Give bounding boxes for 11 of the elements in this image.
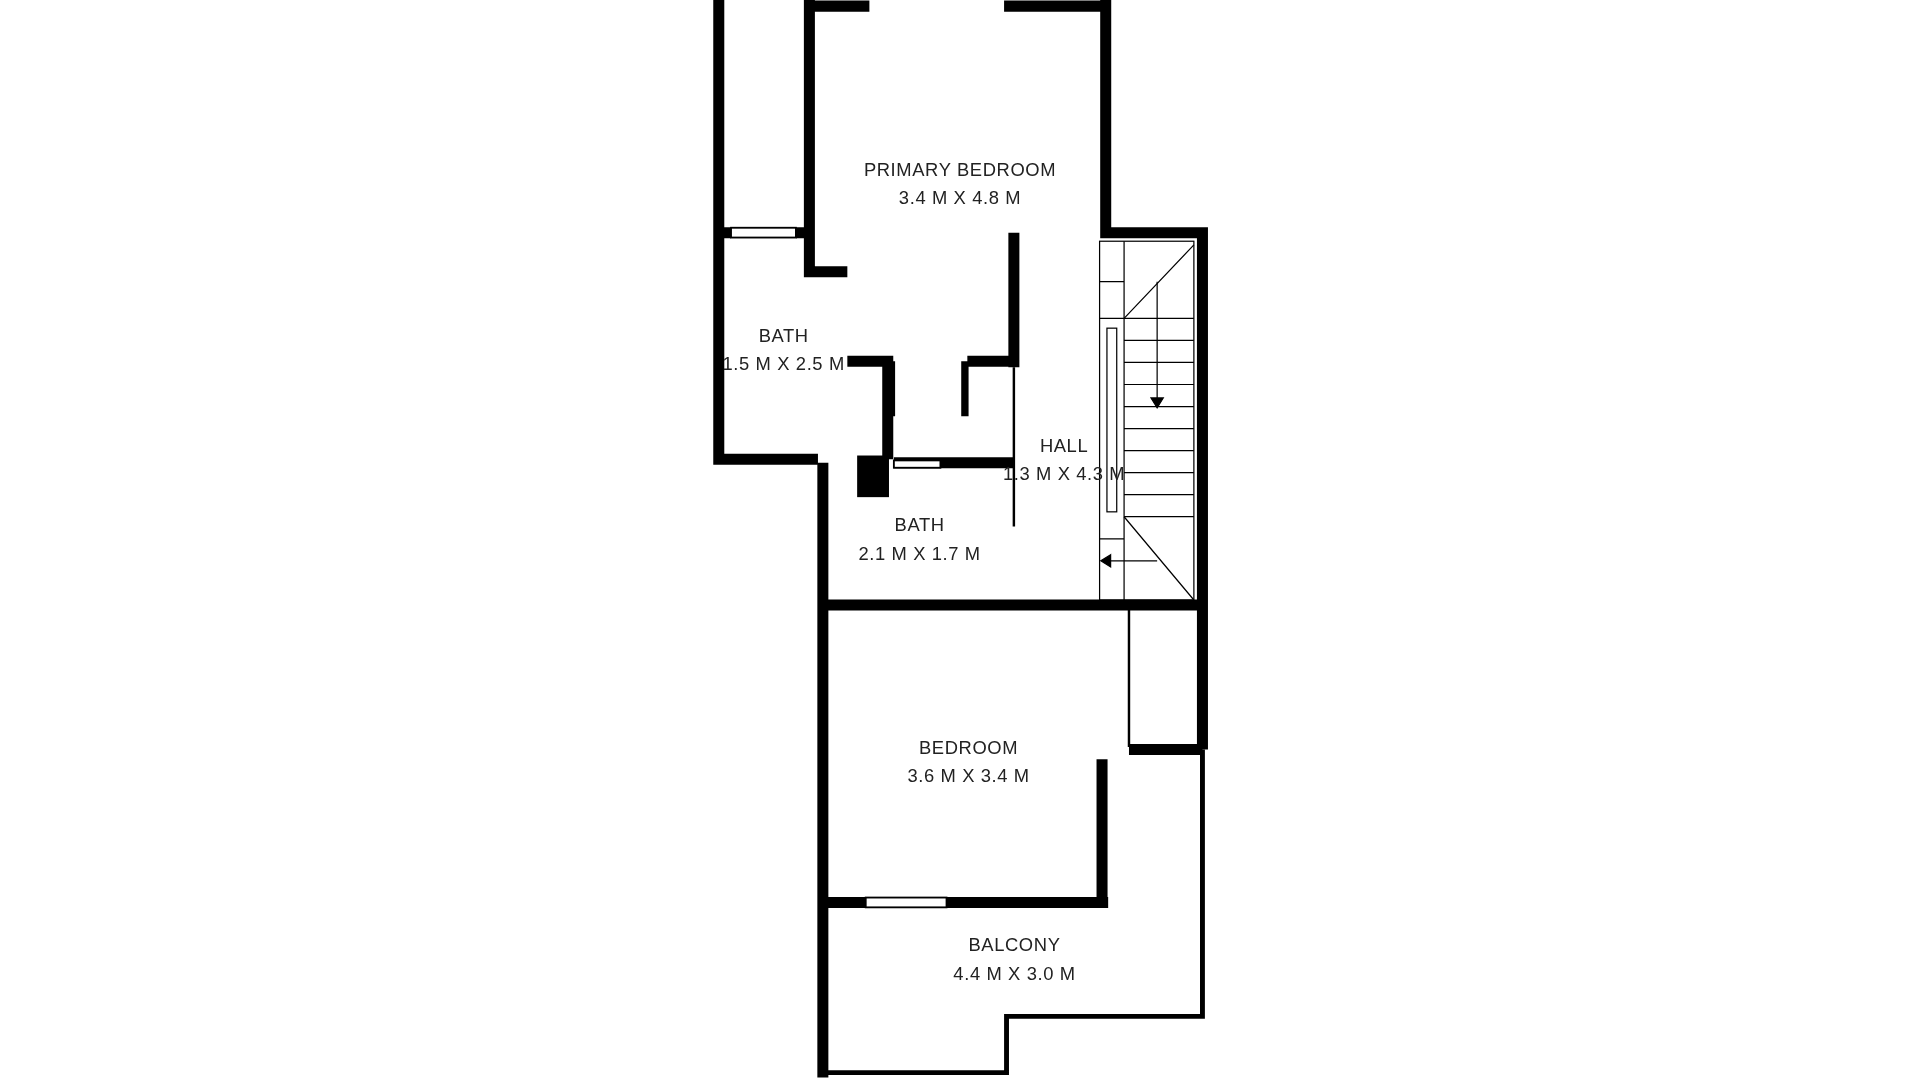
room-name: BATH — [758, 323, 809, 348]
room-dimensions: 4.4 M X 3.0 M — [953, 961, 1076, 986]
room-name: BEDROOM — [918, 736, 1019, 760]
room-name: BALCONY — [968, 933, 1061, 958]
room-dimensions: 1.5 M X 2.5 M — [722, 351, 845, 376]
room-name: BATH — [894, 513, 945, 538]
room-name: PRIMARY BEDROOM — [863, 158, 1057, 182]
room-dimensions: 3.6 M X 3.4 M — [907, 764, 1030, 789]
room-dimensions: 3.4 M X 4.8 M — [898, 186, 1022, 211]
room-name: HALL — [1039, 433, 1089, 458]
room-dimensions: 2.1 M X 1.7 M — [858, 541, 981, 566]
